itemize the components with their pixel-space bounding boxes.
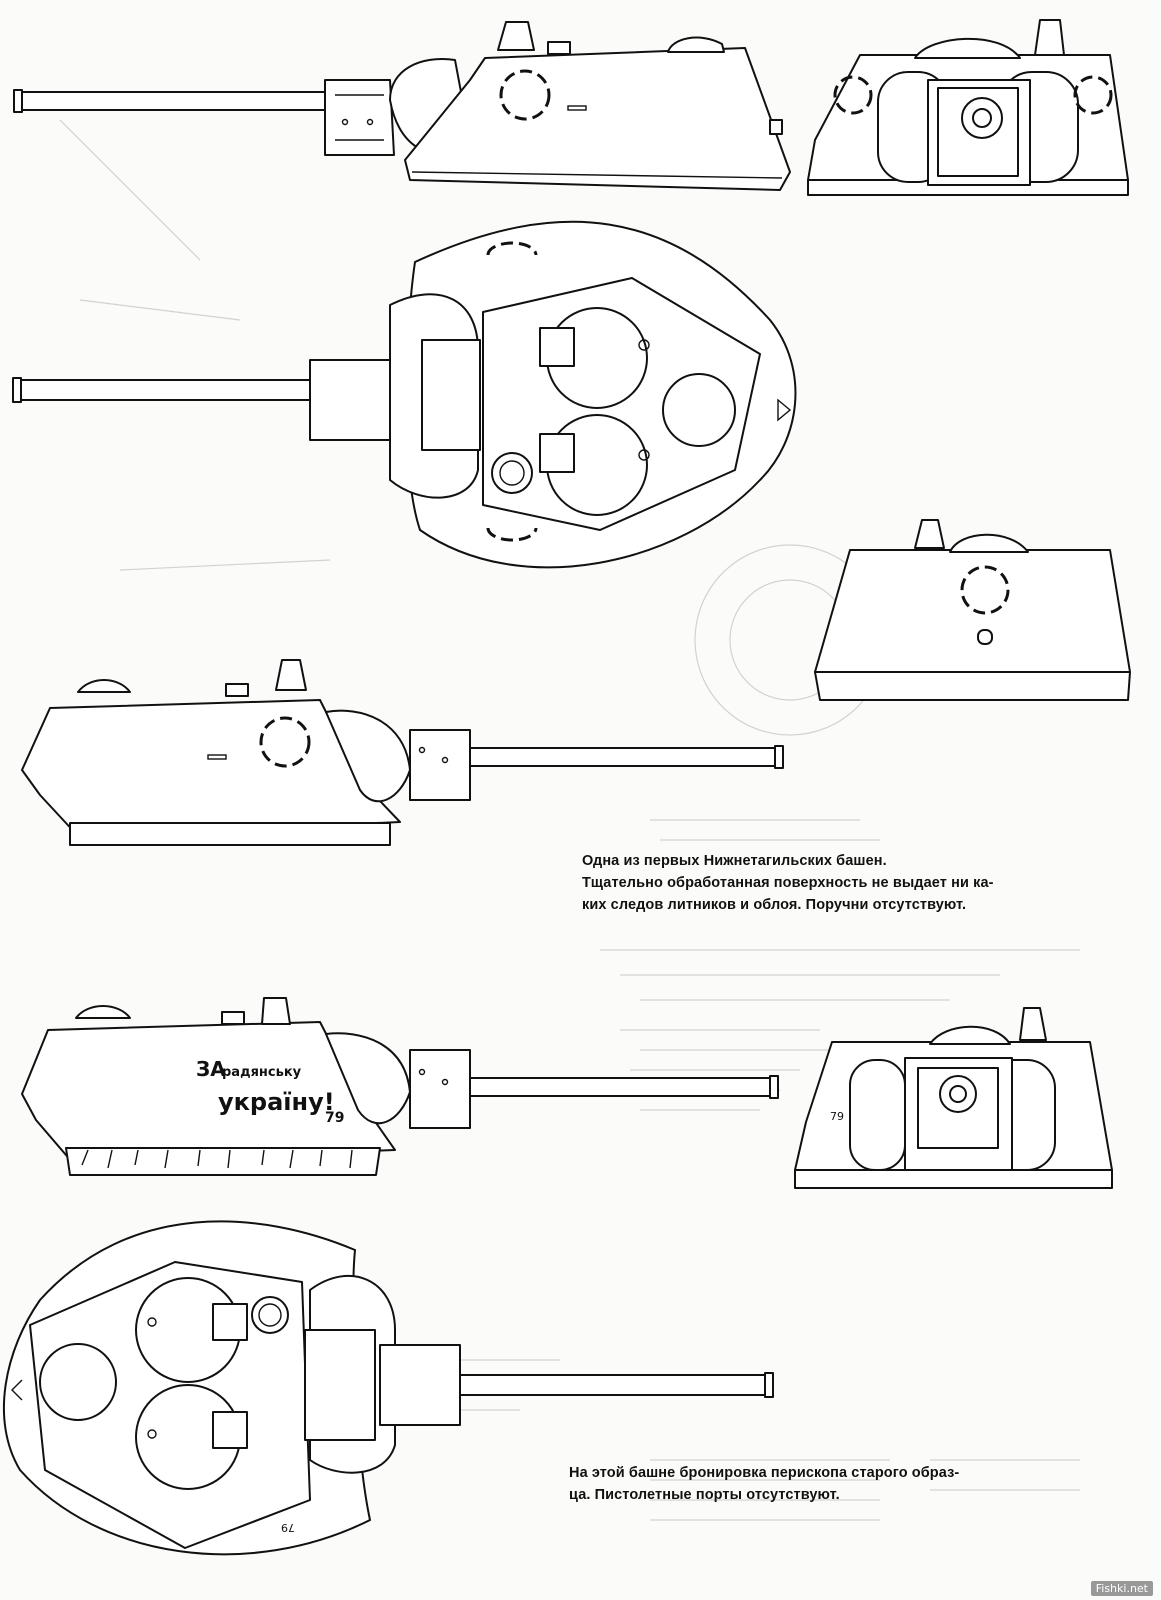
turret-side-view-left — [13, 21, 791, 191]
turret-rear-view-top — [807, 19, 1129, 196]
turret-number-front: 79 — [830, 1110, 844, 1123]
turret-number-top: 79 — [281, 1521, 295, 1534]
turret-top-view-2: 79 — [2, 1220, 774, 1556]
turret-side-view-right-1 — [21, 659, 784, 846]
turret-number-side: 79 — [325, 1110, 344, 1126]
turret-top-view-1 — [12, 220, 797, 569]
turret-front-view-lower: 79 — [794, 1007, 1113, 1189]
watermark: Fishki.net — [1090, 1581, 1153, 1596]
caption-line: Тщательно обработанная поверхность не вы… — [582, 875, 994, 891]
caption-line: ких следов литников и облоя. Поручни отс… — [582, 897, 967, 913]
caption-second-turret: На этой башне бронировка перископа старо… — [569, 1462, 959, 1506]
slogan-line-1: радянську — [222, 1065, 302, 1080]
caption-line: ца. Пистолетные порты отсутствуют. — [569, 1487, 840, 1503]
turret-front-view-middle — [814, 519, 1131, 701]
slogan-line-2: україну! — [218, 1088, 335, 1116]
slogan-prefix: ЗА — [196, 1057, 226, 1081]
caption-line: Одна из первых Нижнетагильских башен. — [582, 853, 887, 869]
caption-first-turret: Одна из первых Нижнетагильских башен. Тщ… — [582, 850, 994, 916]
turret-side-view-slogan: ЗА радянську україну! 79 — [21, 997, 779, 1176]
caption-line: На этой башне бронировка перископа старо… — [569, 1465, 960, 1481]
